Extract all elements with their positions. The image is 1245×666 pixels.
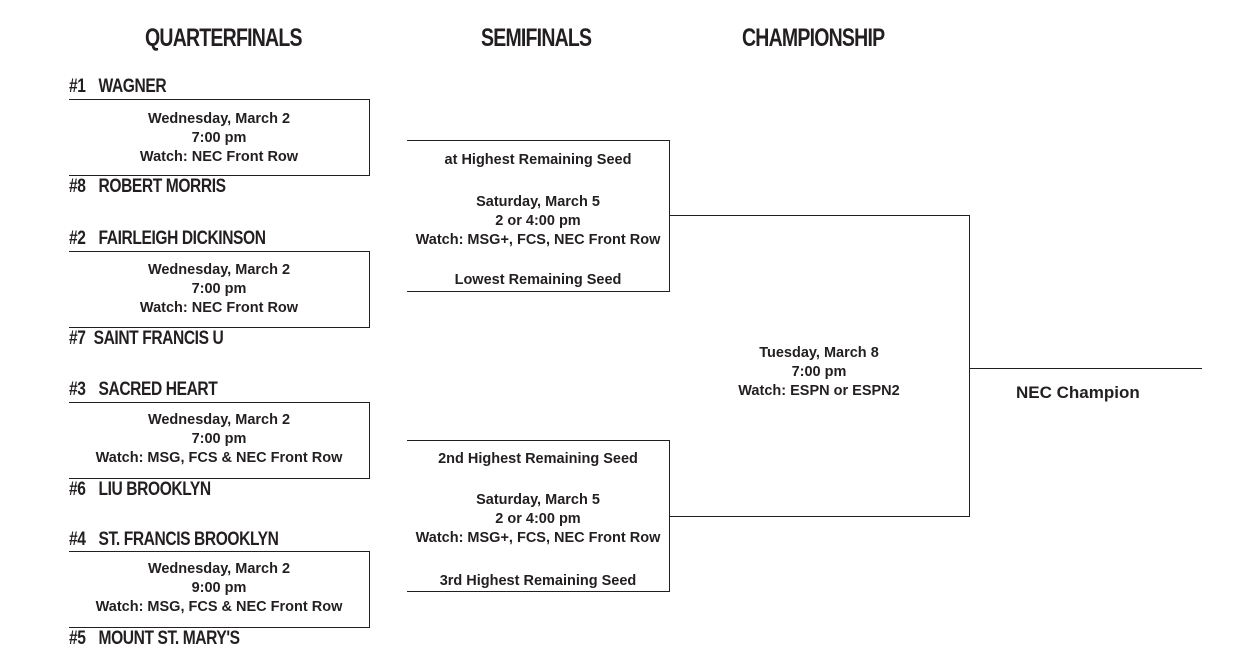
semifinal-1-bottom-label: Lowest Remaining Seed	[454, 272, 622, 288]
game-broadcast: Watch: ESPN or ESPN2	[738, 383, 900, 399]
team-seed-1: #1 WAGNER	[69, 76, 167, 98]
game-broadcast: Watch: NEC Front Row	[139, 149, 299, 165]
team-seed-3: #3 SACRED HEART	[69, 379, 218, 401]
semifinal-2-top-label: 2nd Highest Remaining Seed	[438, 451, 638, 467]
team-seed-7: #7 SAINT FRANCIS U	[69, 328, 224, 350]
header-semifinals: SEMIFINALS	[481, 24, 592, 52]
game-broadcast: Watch: MSG, FCS & NEC Front Row	[95, 450, 343, 466]
game-date: Wednesday, March 2	[147, 412, 291, 428]
championship-bracket	[669, 215, 970, 517]
team-name: LIU BROOKLYN	[98, 479, 212, 500]
seed-number: #3	[69, 379, 86, 400]
quarterfinal-4-bracket	[69, 551, 370, 628]
game-broadcast: Watch: MSG+, FCS, NEC Front Row	[415, 530, 661, 546]
team-seed-2: #2 FAIRLEIGH DICKINSON	[69, 228, 266, 250]
game-date: Saturday, March 5	[476, 492, 600, 508]
semifinal-2-bottom-label: 3rd Highest Remaining Seed	[439, 573, 637, 589]
team-name: ST. FRANCIS BROOKLYN	[98, 529, 279, 550]
team-name: SACRED HEART	[98, 379, 218, 400]
game-date: Wednesday, March 2	[147, 111, 291, 127]
game-broadcast: Watch: NEC Front Row	[139, 300, 299, 316]
quarterfinal-3-info: Wednesday, March 2 7:00 pm Watch: MSG, F…	[69, 411, 369, 468]
quarterfinal-3-bracket	[69, 402, 370, 479]
header-quarterfinals: QUARTERFINALS	[145, 24, 302, 52]
game-date: Saturday, March 5	[476, 194, 600, 210]
quarterfinal-4-info: Wednesday, March 2 9:00 pm Watch: MSG, F…	[69, 560, 369, 617]
seed-number: #6	[69, 479, 86, 500]
team-name: WAGNER	[98, 76, 167, 97]
seed-number: #8	[69, 176, 86, 197]
champion-line	[969, 368, 1202, 369]
game-date: Wednesday, March 2	[147, 262, 291, 278]
semifinal-2-info: Saturday, March 5 2 or 4:00 pm Watch: MS…	[407, 491, 669, 548]
game-time: 7:00 pm	[191, 130, 247, 146]
game-time: 9:00 pm	[191, 580, 247, 596]
championship-info: Tuesday, March 8 7:00 pm Watch: ESPN or …	[669, 344, 969, 401]
team-seed-8: #8 ROBERT MORRIS	[69, 176, 226, 198]
quarterfinal-1-info: Wednesday, March 2 7:00 pm Watch: NEC Fr…	[69, 110, 369, 167]
champion-label: NEC Champion	[1016, 383, 1140, 402]
seed-number: #7	[69, 328, 86, 349]
game-time: 2 or 4:00 pm	[495, 511, 581, 527]
team-seed-5: #5 MOUNT ST. MARY'S	[69, 628, 240, 650]
game-broadcast: Watch: MSG, FCS & NEC Front Row	[95, 599, 343, 615]
seed-number: #5	[69, 628, 86, 649]
seed-number: #1	[69, 76, 86, 97]
team-name: FAIRLEIGH DICKINSON	[98, 228, 266, 249]
seed-number: #4	[69, 529, 86, 550]
game-date: Wednesday, March 2	[147, 561, 291, 577]
team-seed-4: #4 ST. FRANCIS BROOKLYN	[69, 529, 279, 551]
team-name: ROBERT MORRIS	[98, 176, 227, 197]
team-seed-6: #6 LIU BROOKLYN	[69, 479, 211, 501]
semifinal-1-top-label: at Highest Remaining Seed	[444, 152, 632, 168]
game-broadcast: Watch: MSG+, FCS, NEC Front Row	[415, 232, 661, 248]
quarterfinal-1-bracket	[69, 99, 370, 176]
semifinal-1-bracket	[407, 140, 670, 292]
header-championship: CHAMPIONSHIP	[742, 24, 885, 52]
game-time: 7:00 pm	[191, 281, 247, 297]
quarterfinal-2-info: Wednesday, March 2 7:00 pm Watch: NEC Fr…	[69, 261, 369, 318]
seed-number: #2	[69, 228, 86, 249]
team-name: SAINT FRANCIS U	[93, 328, 224, 349]
quarterfinal-2-bracket	[69, 251, 370, 328]
semifinal-1-info: Saturday, March 5 2 or 4:00 pm Watch: MS…	[407, 193, 669, 250]
game-date: Tuesday, March 8	[759, 345, 879, 361]
game-time: 2 or 4:00 pm	[495, 213, 581, 229]
game-time: 7:00 pm	[191, 431, 247, 447]
team-name: MOUNT ST. MARY'S	[98, 628, 241, 649]
game-time: 7:00 pm	[791, 364, 847, 380]
